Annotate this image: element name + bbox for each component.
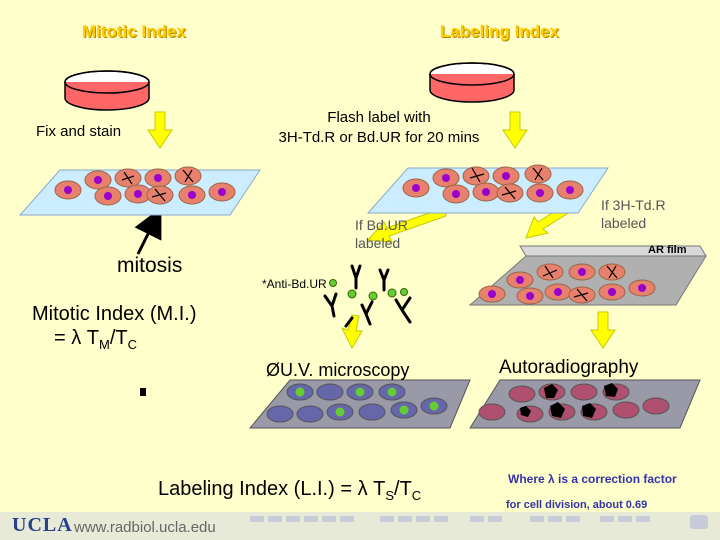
antibody-green-tags (329, 279, 408, 301)
labeling-index-title: Labeling Index (440, 22, 560, 41)
mitosis-label: mitosis (117, 254, 183, 277)
ar-film-label: AR film (648, 244, 687, 256)
petri-dish-right (429, 62, 515, 103)
flash-label-line2: 3H-Td.R or Bd.UR for 20 mins (278, 129, 480, 146)
if-bdur-line2: labeled (355, 235, 401, 251)
mitotic-formula: Mitotic Index (M.I.) = λ TM/TC (32, 302, 196, 357)
lambda-note-line1: Where λ is a correction factor (508, 472, 677, 486)
antibody-cluster (323, 264, 412, 328)
uv-bullet-icon: Ø (266, 360, 281, 380)
anti-bdur-label: *Anti-Bd.UR (262, 277, 327, 291)
mitotic-formula-sub-c: C (127, 337, 138, 352)
labeling-formula: Labeling Index (L.I.) = λ TS/TC (158, 478, 421, 503)
uv-microscopy-text: U.V. microscopy (280, 360, 410, 380)
if-3htdr-line2: labeled (601, 215, 647, 231)
flash-label-text: Flash label with 3H-Td.R or Bd.UR for 20… (270, 108, 488, 148)
lambda-note: Where λ is a correction factor for cell … (506, 466, 677, 518)
labeling-formula-sub-s: S (385, 488, 395, 503)
mitotic-formula-line1: Mitotic Index (M.I.) (32, 303, 197, 325)
yellow-arrow-flash (502, 111, 528, 149)
autoradiography-label: Autoradiography (499, 357, 639, 378)
uv-microscopy-label: ØU.V. microscopy (266, 360, 409, 381)
mitotic-formula-slash: /T (109, 327, 128, 349)
petri-dish-left (64, 70, 150, 111)
yellow-arrow-uv (341, 314, 363, 350)
footer-strip (0, 512, 720, 540)
slide-uv-microscopy (248, 379, 471, 429)
mitotic-formula-prefix: = λ T (54, 327, 100, 349)
if-bdur-line1: If Bd.UR (355, 217, 408, 233)
labeling-formula-slash: /T (394, 478, 412, 500)
lambda-note-line2: for cell division, about 0.69 (506, 499, 648, 511)
slide-autoradiography (469, 379, 701, 429)
slide-ar-film (468, 245, 707, 306)
yellow-arrow-fix (147, 111, 173, 149)
slide-fix-stain (18, 166, 261, 216)
yellow-arrow-autorad (590, 311, 616, 349)
labeling-formula-sub-c: C (411, 488, 422, 503)
mitotic-index-title: Mitotic Index (82, 22, 186, 41)
yellow-arrow-bdur (366, 207, 447, 243)
mitotic-formula-sub-m: M (99, 337, 110, 352)
mitotic-formula-line2: = λ TM/TC (32, 326, 196, 357)
if-bdur-label: If Bd.UR labeled (355, 216, 408, 252)
if-3htdr-label: If 3H-Td.R labeled (601, 196, 666, 232)
flash-label-line1: Flash label with (327, 109, 431, 126)
mitosis-arrow (134, 207, 162, 255)
if-3htdr-line1: If 3H-Td.R (601, 197, 666, 213)
small-bullet (140, 388, 146, 396)
fix-and-stain-label: Fix and stain (36, 123, 122, 140)
labeling-formula-prefix: Labeling Index (L.I.) = λ T (158, 478, 386, 500)
footer-logo[interactable]: UCLA (12, 514, 73, 536)
slide-labeled (366, 164, 609, 214)
footer-url-link[interactable]: www.radbiol.ucla.edu (74, 519, 216, 536)
silver-grains (520, 383, 618, 418)
